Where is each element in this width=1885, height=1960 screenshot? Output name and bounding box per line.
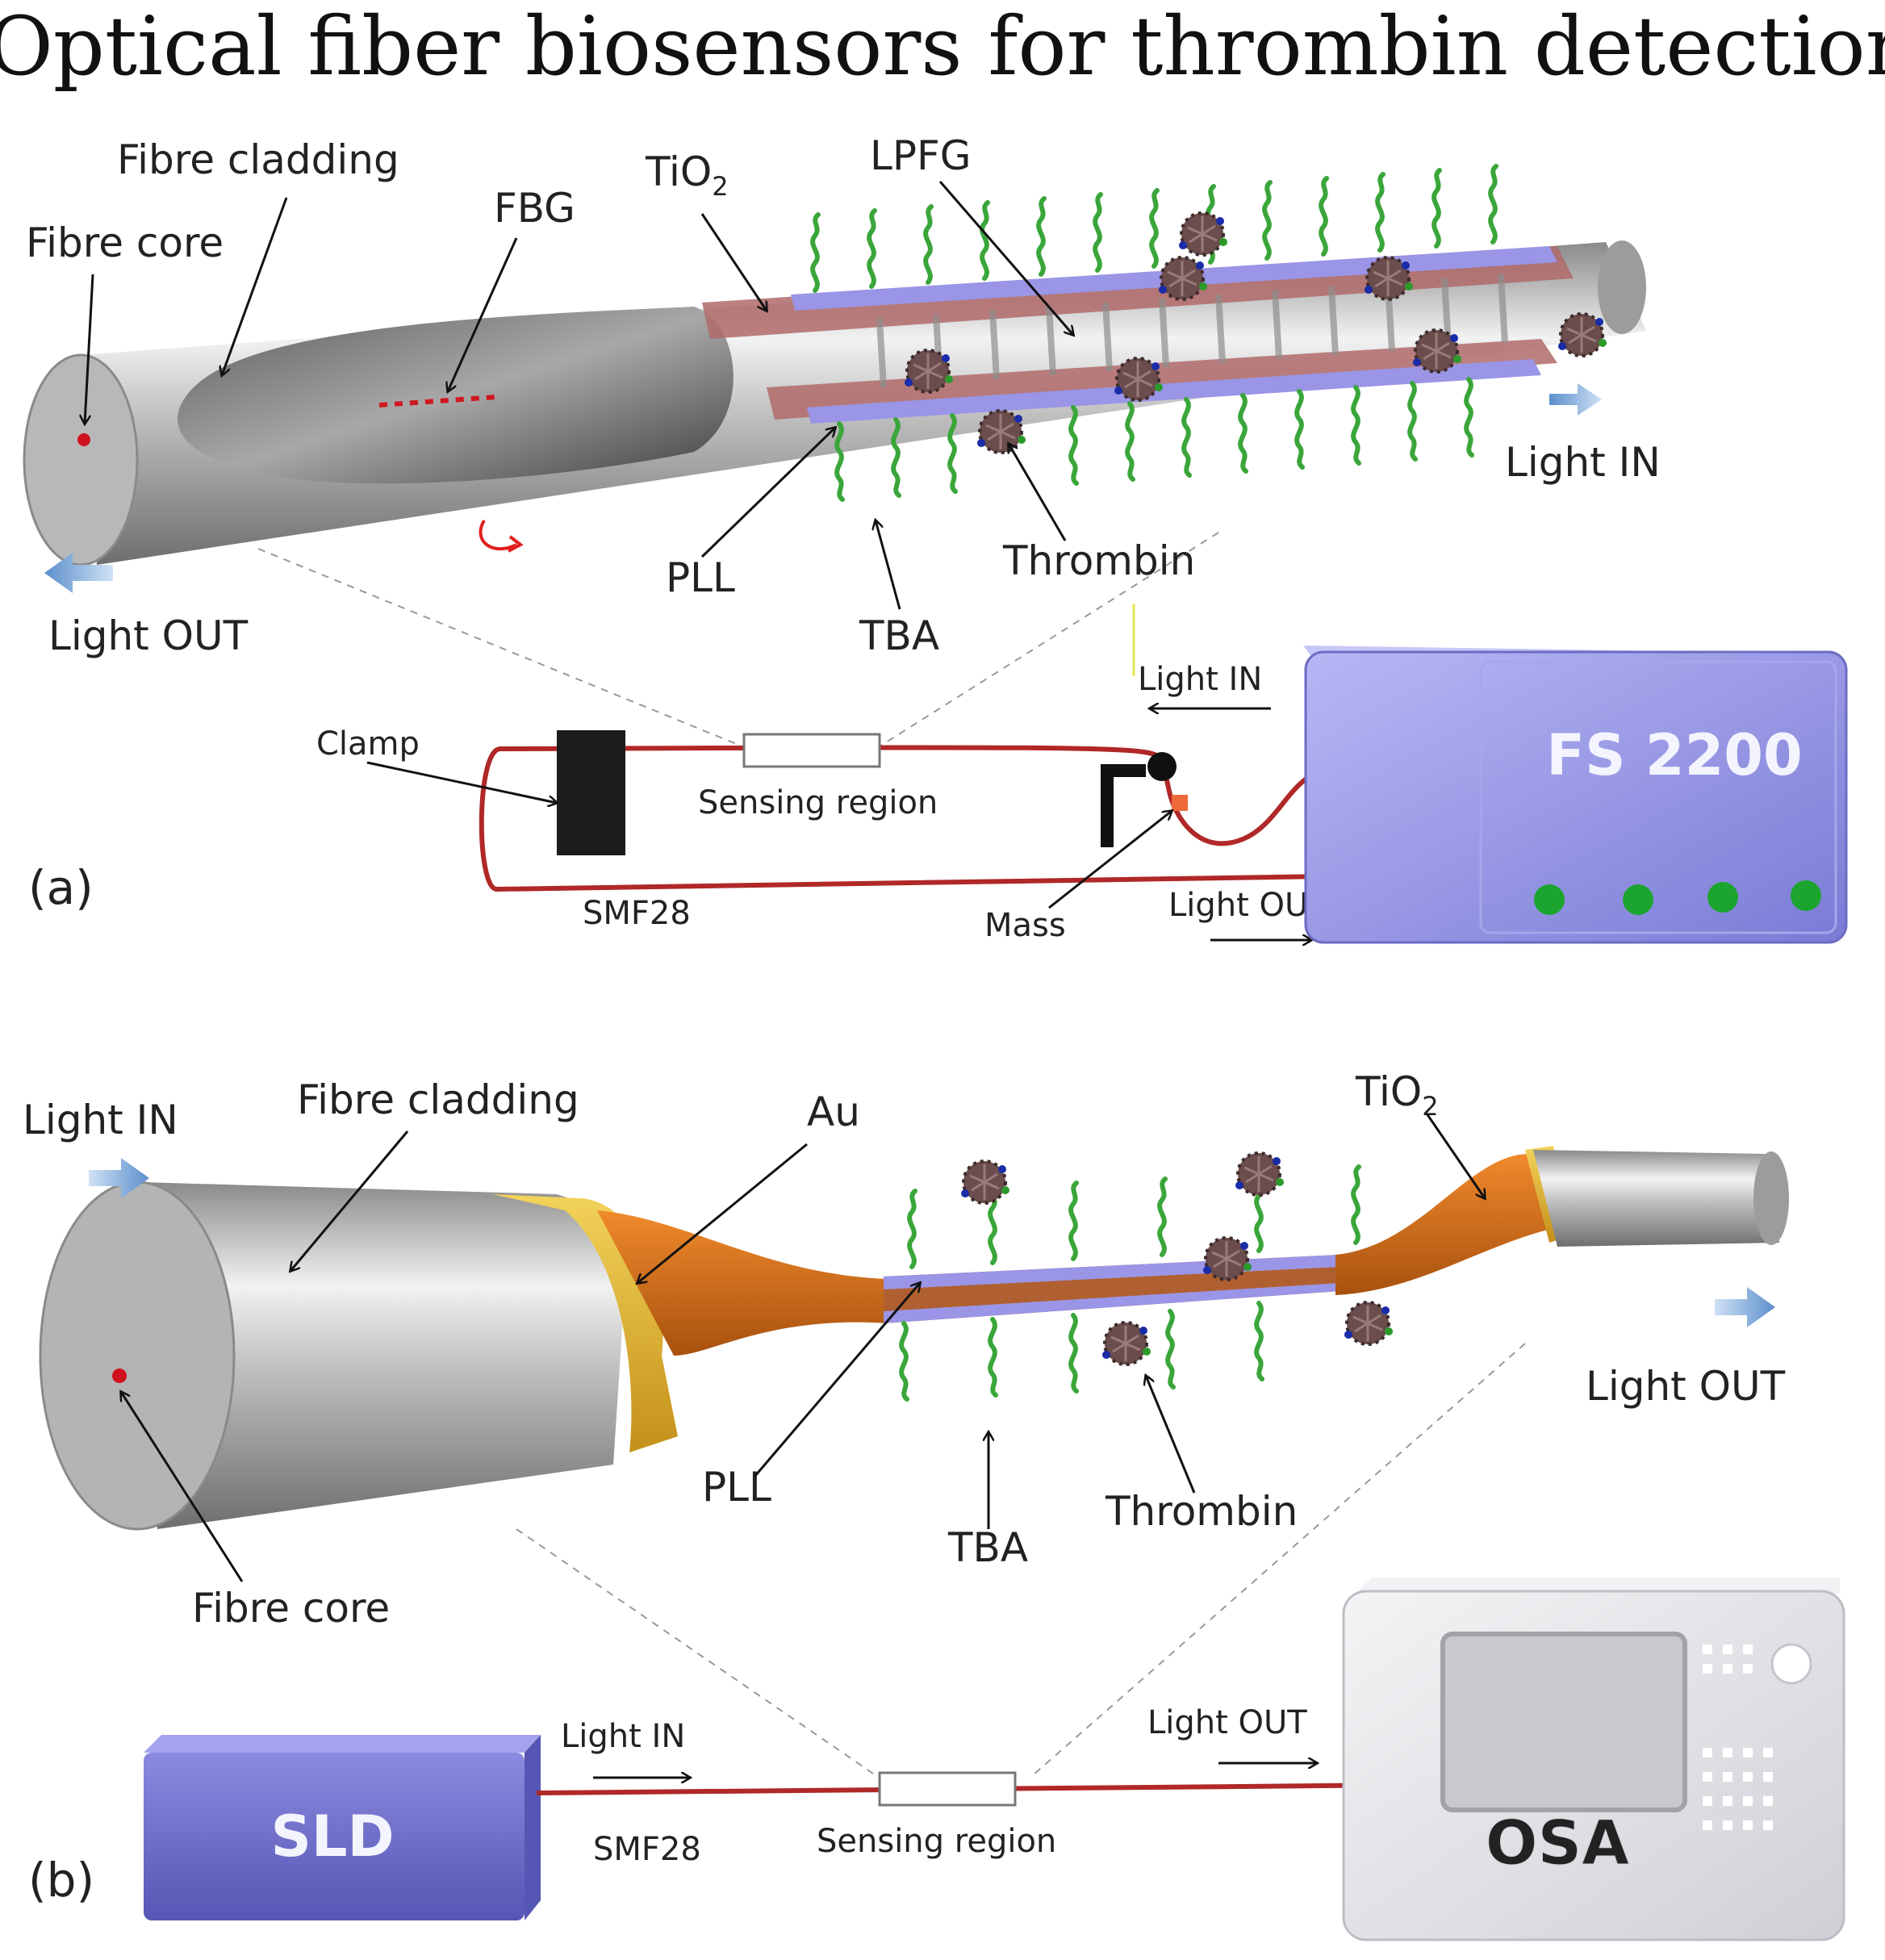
cladding-cutaway-a	[178, 307, 734, 484]
led-1	[1534, 884, 1565, 915]
tio2-taper-left	[597, 1210, 888, 1356]
label-smf28-a: SMF28	[583, 895, 691, 932]
mass-bracket	[1101, 764, 1146, 847]
pointer-lines-a	[85, 181, 1073, 610]
fbg-grating	[378, 395, 497, 407]
figure-title: Optical fiber biosensors for thrombin de…	[0, 0, 1885, 94]
sensing-region-box-b	[878, 1771, 1017, 1807]
projection-lines-b	[516, 1343, 1526, 1776]
setup-arrows-b	[593, 1763, 1317, 1778]
fiber-end-left-b	[39, 1181, 236, 1531]
panel-b-setup: (b) SLD Light IN SMF28 Sensing region Li…	[28, 1578, 1845, 1941]
label-fbg: FBG	[494, 185, 575, 232]
light-out-arrow-a-icon	[44, 553, 113, 593]
panel-b-label: (b)	[28, 1853, 94, 1908]
pll-layer-b-bottom	[884, 1283, 1340, 1323]
setup-arrows-a	[366, 708, 1311, 940]
label-fibre-cladding-b: Fibre cladding	[297, 1076, 579, 1123]
rotation-arrow-icon	[479, 519, 517, 551]
label-setup-light-in-a: Light IN	[1138, 661, 1262, 698]
label-tio2-b: TiO2	[1355, 1068, 1439, 1122]
label-tba-b: TBA	[947, 1524, 1028, 1571]
panel-b-fiber	[39, 1146, 1789, 1531]
pointer-lines-b	[121, 1113, 1485, 1582]
light-in-arrow-b-icon	[89, 1158, 149, 1198]
label-au: Au	[807, 1089, 860, 1135]
panel-b-labels: Light IN Fibre cladding Au TiO2 Light OU…	[23, 1068, 1786, 1776]
label-smf28-b: SMF28	[593, 1831, 701, 1868]
fiber-end-right-b	[1753, 1151, 1789, 1245]
label-pll-a: PLL	[666, 554, 735, 601]
label-setup-light-out-b: Light OUT	[1147, 1704, 1307, 1741]
label-tba-a: TBA	[859, 612, 939, 659]
sld-label: SLD	[270, 1803, 394, 1870]
tio2-taper-right	[1335, 1154, 1561, 1295]
osa-label: OSA	[1486, 1807, 1629, 1879]
fiber-body-b-left	[141, 1182, 629, 1529]
label-light-out-b: Light OUT	[1586, 1363, 1786, 1410]
osa-keypad	[1703, 1644, 1773, 1830]
osa-knob	[1770, 1643, 1812, 1685]
fiber-core-dot-b	[112, 1369, 127, 1383]
fiber-end-left-a	[23, 353, 139, 566]
label-setup-light-out-a: Light OUT	[1168, 887, 1328, 924]
panel-a-label: (a)	[28, 860, 94, 915]
fiber-end-right-a	[1598, 240, 1646, 334]
fs2200-label: FS 2200	[1546, 722, 1802, 788]
panel-a-labels: Fibre cladding Fibre core FBG TiO2 LPFG …	[26, 132, 1661, 747]
osa-analyzer: OSA	[1342, 1578, 1845, 1941]
fiber-core-dot-a	[77, 433, 90, 446]
label-fibre-core-b: Fibre core	[192, 1585, 390, 1632]
light-in-arrow-a-icon	[1549, 383, 1602, 416]
sensing-region-box-a	[742, 733, 881, 768]
label-thrombin-b: Thrombin	[1105, 1488, 1298, 1535]
fiber-loop-a	[479, 745, 1381, 892]
led-2	[1623, 884, 1653, 915]
label-fibre-cladding-a: Fibre cladding	[117, 136, 399, 183]
projection-lines-a	[257, 532, 1219, 747]
pulley	[1147, 752, 1177, 781]
label-light-in-b: Light IN	[23, 1097, 178, 1143]
fiber-body-b-right	[1533, 1150, 1779, 1247]
sld-source: SLD	[144, 1735, 541, 1920]
label-sensing-region-a: Sensing region	[698, 784, 938, 821]
pll-layer-a-bottom	[807, 359, 1541, 424]
fs2200-interrogator: FS 2200	[1303, 646, 1848, 944]
label-clamp: Clamp	[316, 725, 420, 763]
label-light-out-a: Light OUT	[48, 612, 249, 659]
label-sensing-region-b: Sensing region	[817, 1823, 1056, 1860]
label-mass: Mass	[984, 907, 1066, 944]
label-setup-light-in-b: Light IN	[561, 1718, 685, 1755]
led-4	[1791, 880, 1821, 911]
light-out-arrow-b-icon	[1715, 1287, 1775, 1327]
label-light-in-a: Light IN	[1505, 439, 1661, 486]
clamp	[557, 730, 625, 855]
label-tio2-a: TiO2	[645, 148, 729, 202]
label-lpfg: LPFG	[870, 132, 972, 179]
label-fibre-core-a: Fibre core	[26, 219, 224, 266]
panel-a-fiber	[23, 166, 1646, 593]
label-thrombin-a: Thrombin	[1002, 537, 1195, 584]
panel-a-setup: (a) Clamp Sensing region SMF28 Mass Ligh…	[28, 646, 1848, 944]
mass	[1172, 795, 1188, 811]
led-3	[1707, 882, 1738, 913]
